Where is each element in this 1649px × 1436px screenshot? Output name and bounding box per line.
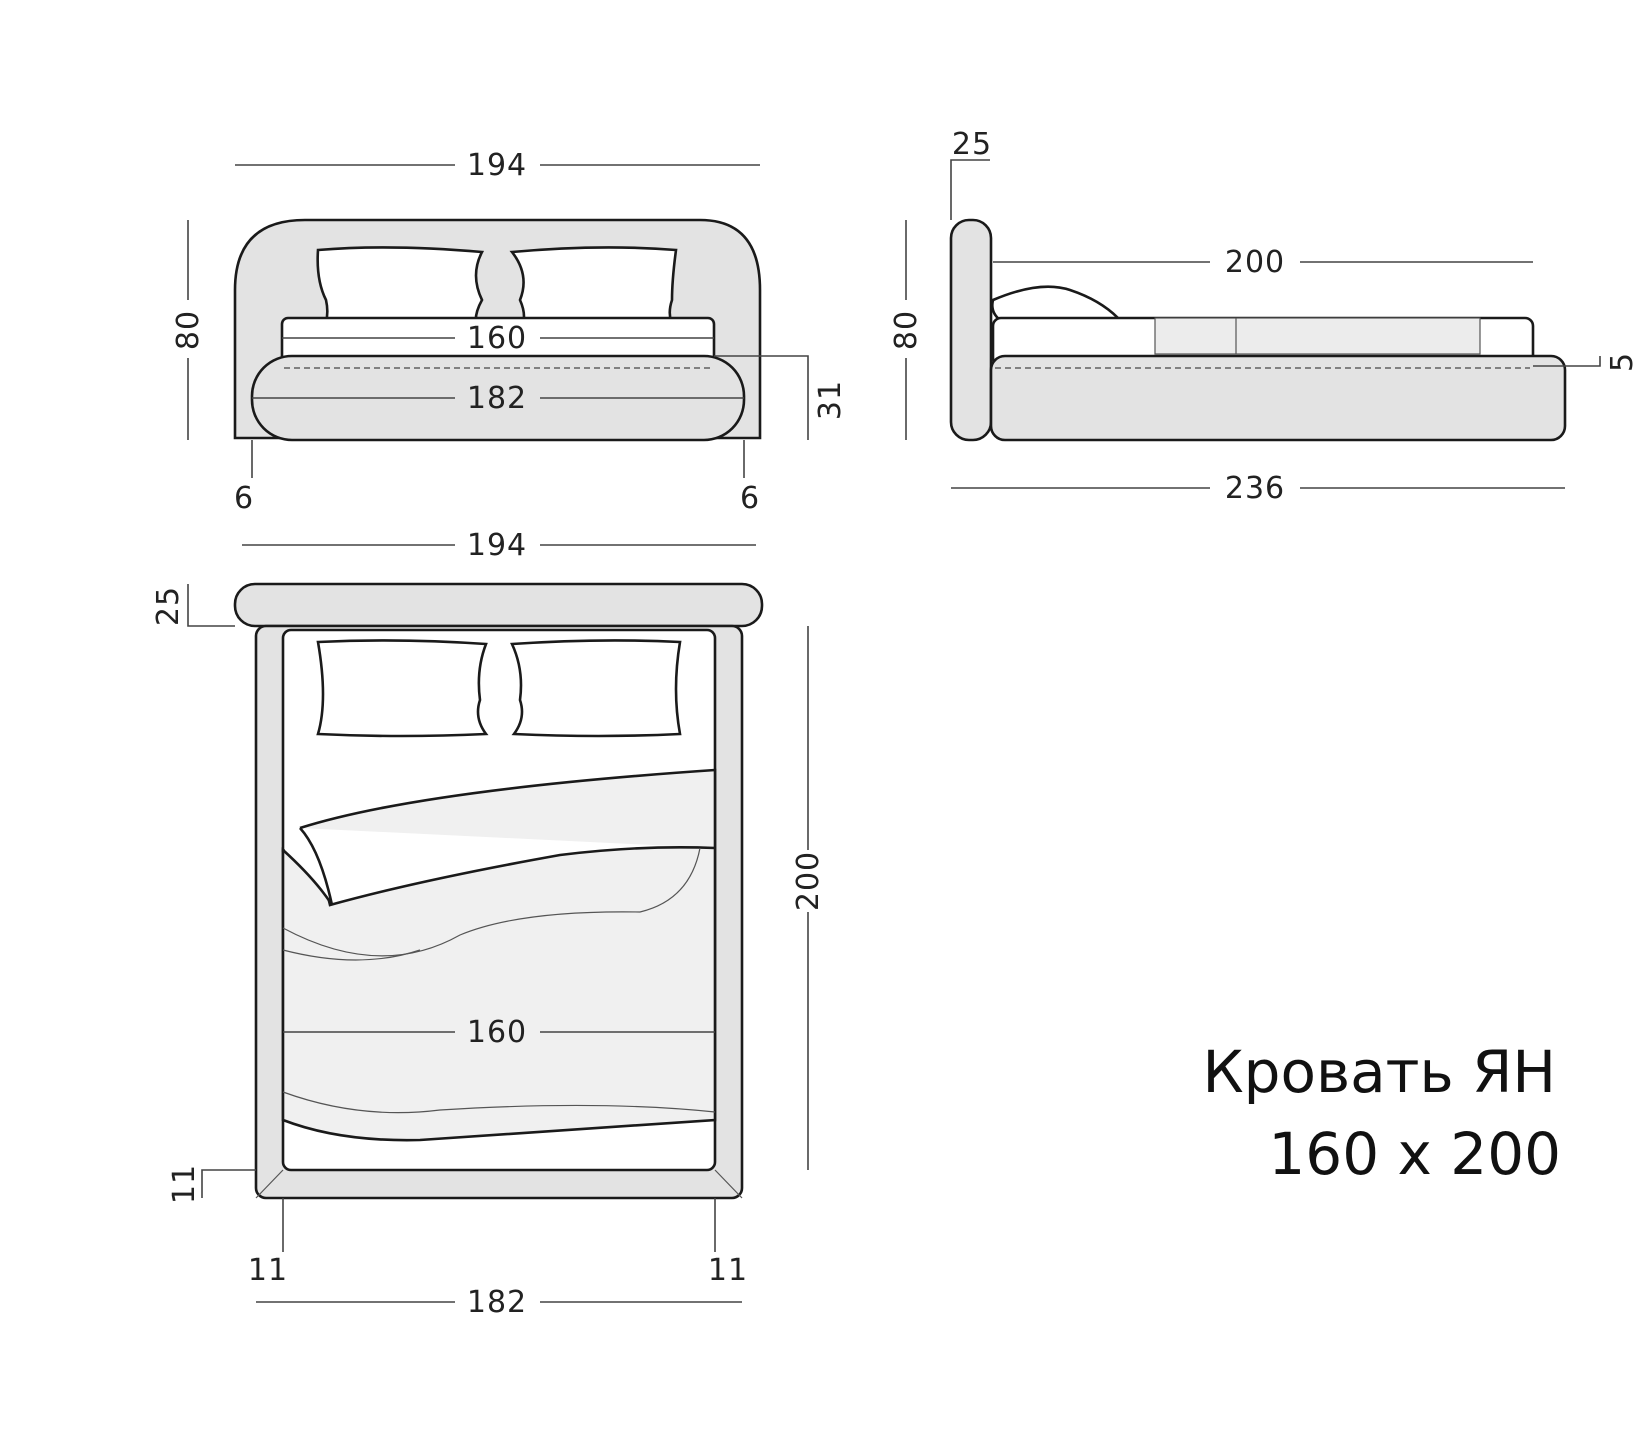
dim-top-mattress-width: 160 [467,1015,527,1050]
dim-side-overhang: 5 [1605,352,1640,372]
top-blanket-wrinkle-2 [282,949,421,961]
dim-top-base-width: 182 [467,1285,527,1320]
dim-side-total-length: 236 [1225,471,1285,506]
top-pillow-left [316,639,489,738]
front-view: 194 80 160 182 31 6 6 [171,148,848,516]
dim-front-left-offset: 6 [234,481,254,516]
side-view: 25 80 200 5 236 [889,127,1640,506]
dim-side-headboard-depth: 25 [952,127,992,162]
dim-top-right-side: 11 [708,1253,748,1288]
top-frame-corner-br [714,1169,743,1199]
product-title: Кровать ЯН [1202,1038,1556,1106]
dim-front-width: 194 [467,148,527,183]
dim-side-overhang-leader [1533,356,1601,367]
dim-top-length: 200 [791,851,826,911]
product-size: 160 x 200 [1268,1120,1561,1188]
dim-top-headboard-width: 194 [467,528,527,563]
dim-top-left-side: 11 [248,1253,288,1288]
dim-side-height: 80 [889,310,924,350]
top-pillow-right [510,639,682,738]
top-blanket-fold [281,827,334,906]
side-base [989,354,1567,442]
dim-top-frame-bottom: 11 [167,1164,202,1204]
side-headboard [949,218,993,442]
front-pillow-left [316,246,485,332]
top-blanket-wrinkle-1 [282,847,701,957]
dim-top-headboard-depth: 25 [151,586,186,626]
front-pillow-right [509,246,679,332]
side-blanket [1154,317,1481,355]
dim-side-mattress-length: 200 [1225,245,1285,280]
top-blanket [281,768,717,1142]
dim-front-base-height-leader [714,355,809,440]
top-view: 194 25 200 160 11 11 11 182 [151,528,826,1320]
top-frame-corner-bl [255,1169,284,1199]
dim-top-frame-bottom-leader [201,1169,256,1198]
dim-side-headboard-leader [950,159,990,220]
dim-front-mattress: 160 [467,321,527,356]
top-headboard [233,582,764,628]
dim-front-base: 182 [467,381,527,416]
dim-top-headboard-depth-leader [187,584,235,627]
dim-front-base-height: 31 [813,380,848,420]
dim-front-right-offset: 6 [740,481,760,516]
top-blanket-wrinkle-3 [282,1091,716,1114]
dim-front-height: 80 [171,310,206,350]
